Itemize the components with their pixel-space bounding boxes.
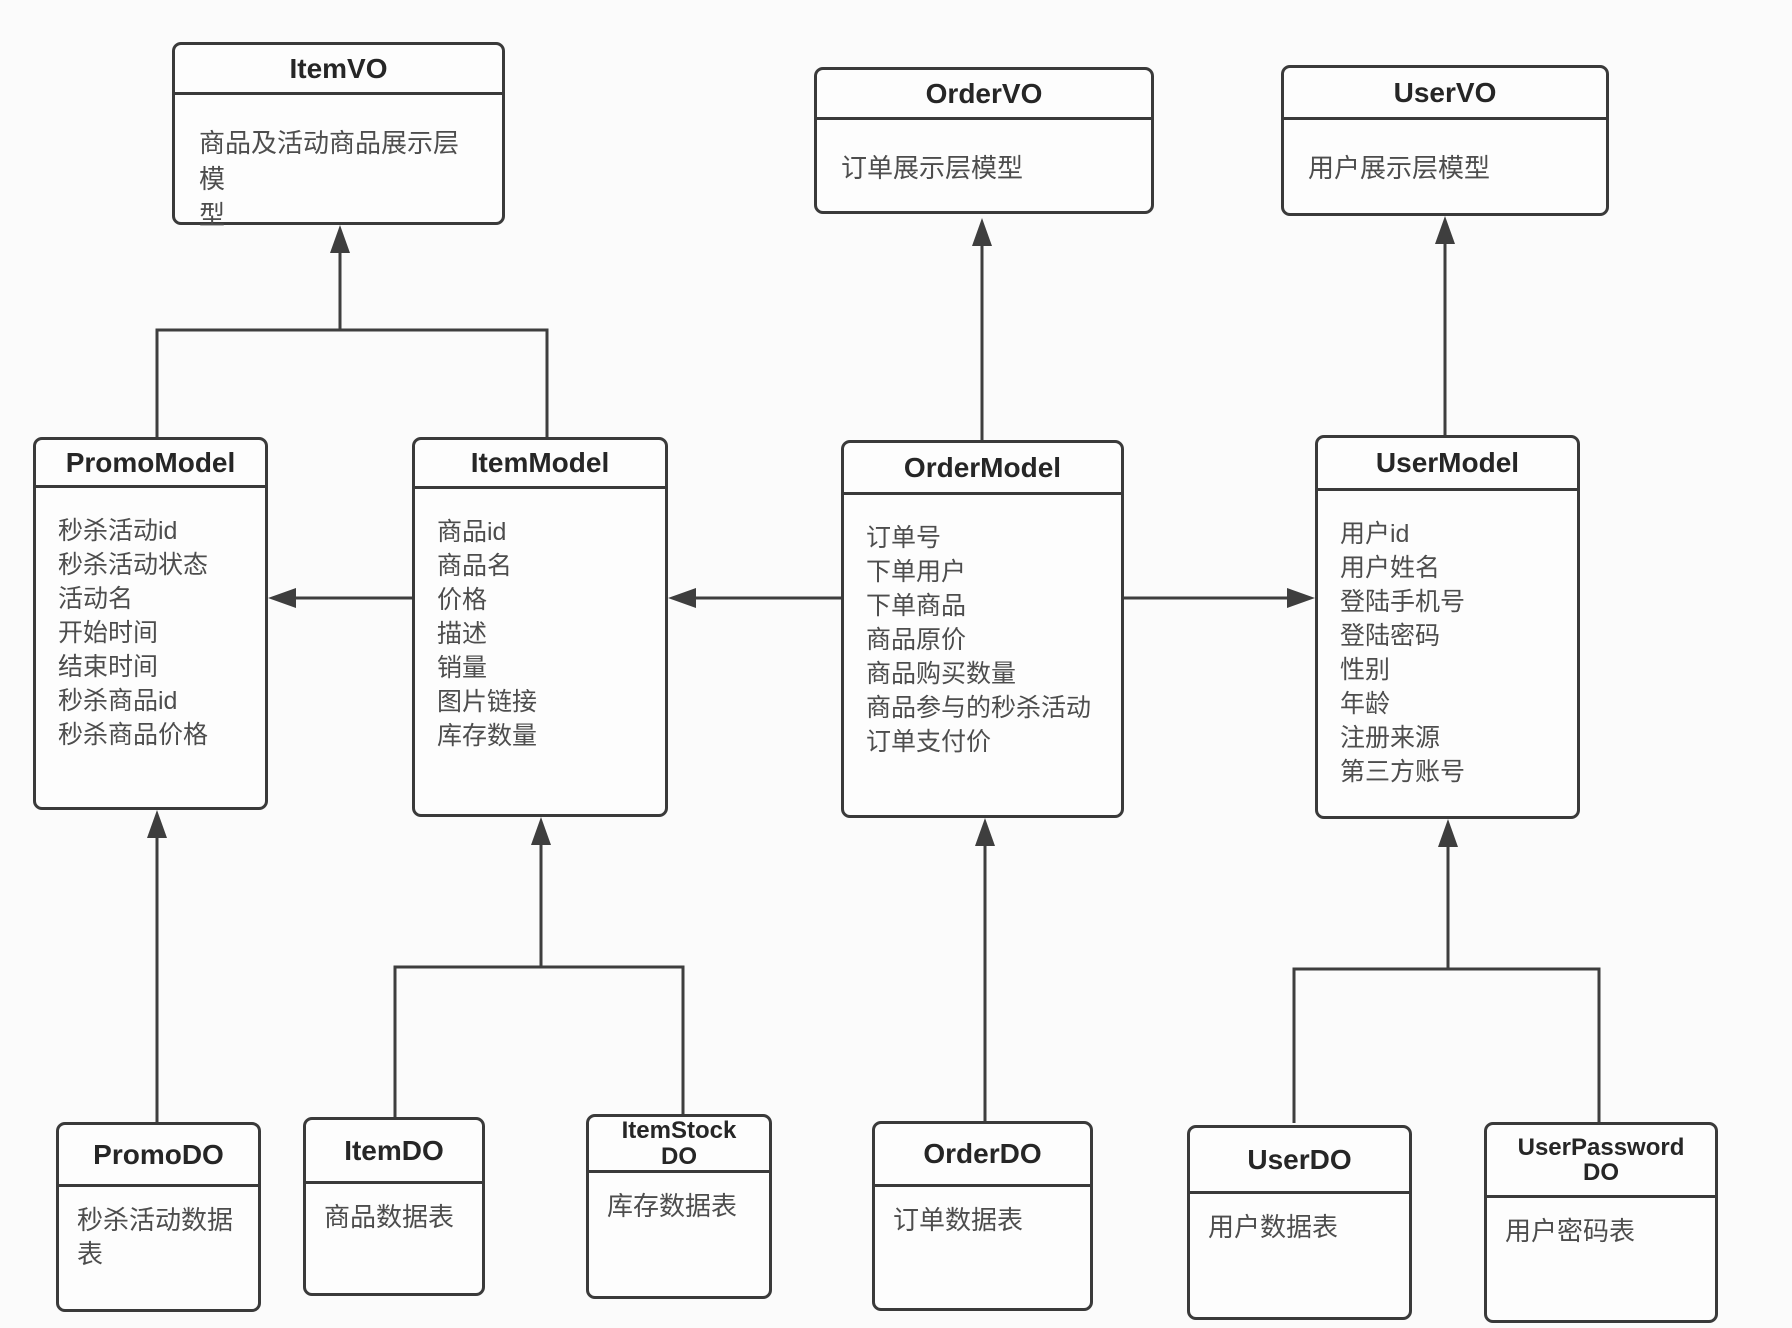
arrow-itemdos-to-itemmodel <box>393 817 685 1117</box>
entity-itemdo-title: ItemDO <box>306 1120 482 1184</box>
entity-orderdo-title: OrderDO <box>875 1124 1090 1187</box>
entity-promomodel: PromoModel 秒杀活动id 秒杀活动状态 活动名 开始时间 结束时间 秒… <box>33 437 268 810</box>
entity-ordervo-title: OrderVO <box>817 70 1151 120</box>
entity-ordermodel-title: OrderModel <box>844 443 1121 495</box>
entity-orderdo: OrderDO 订单数据表 <box>872 1121 1093 1311</box>
entity-userdo-body: 用户数据表 <box>1208 1212 1339 1242</box>
entity-ordervo: OrderVO 订单展示层模型 <box>814 67 1154 214</box>
entity-itemstockdo-title: ItemStock DO <box>589 1117 769 1173</box>
entity-ordermodel-fields: 订单号 下单用户 下单商品 商品原价 商品购买数量 商品参与的秒杀活动 订单支付… <box>866 524 1092 756</box>
arrow-promodo-to-promomodel <box>147 810 167 1122</box>
entity-itemdo: ItemDO 商品数据表 <box>303 1117 485 1296</box>
arrow-userdos-to-usermodel <box>1292 819 1601 1123</box>
entity-usermodel-title: UserModel <box>1318 438 1577 491</box>
entity-usermodel-fields: 用户id 用户姓名 登陆手机号 登陆密码 性别 年龄 注册来源 第三方账号 <box>1340 520 1466 786</box>
entity-userpassworddo-body: 用户密码表 <box>1505 1216 1636 1246</box>
entity-itemmodel-fields: 商品id 商品名 价格 描述 销量 图片链接 库存数量 <box>437 518 538 750</box>
entity-itemdo-body: 商品数据表 <box>324 1202 455 1232</box>
arrow-models-to-itemvo <box>155 225 549 437</box>
entity-itemvo-body: 商品及活动商品展示层模 型 <box>199 128 460 230</box>
entity-itemstockdo: ItemStock DO 库存数据表 <box>586 1114 772 1299</box>
entity-userdo: UserDO 用户数据表 <box>1187 1125 1412 1320</box>
entity-promomodel-title: PromoModel <box>36 440 265 488</box>
entity-usermodel: UserModel 用户id 用户姓名 登陆手机号 登陆密码 性别 年龄 注册来… <box>1315 435 1580 819</box>
entity-orderdo-body: 订单数据表 <box>893 1205 1024 1235</box>
entity-itemstockdo-body: 库存数据表 <box>607 1191 738 1221</box>
entity-promomodel-fields: 秒杀活动id 秒杀活动状态 活动名 开始时间 结束时间 秒杀商品id 秒杀商品价… <box>58 517 209 749</box>
arrow-ordermodel-to-itemmodel <box>668 588 841 608</box>
entity-itemmodel: ItemModel 商品id 商品名 价格 描述 销量 图片链接 库存数量 <box>412 437 668 817</box>
entity-promodo-title: PromoDO <box>59 1125 258 1187</box>
entity-ordermodel: OrderModel 订单号 下单用户 下单商品 商品原价 商品购买数量 商品参… <box>841 440 1124 818</box>
entity-itemvo-title: ItemVO <box>175 45 502 95</box>
entity-uservo-title: UserVO <box>1284 68 1606 120</box>
entity-itemmodel-title: ItemModel <box>415 440 665 489</box>
entity-promodo-body: 秒杀活动数据 表 <box>77 1205 234 1269</box>
arrow-usermodel-to-uservo <box>1435 216 1455 435</box>
entity-uservo-body: 用户展示层模型 <box>1308 153 1491 183</box>
arrow-itemmodel-to-promomodel <box>268 588 412 608</box>
arrow-ordermodel-to-usermodel <box>1124 588 1315 608</box>
entity-itemvo: ItemVO 商品及活动商品展示层模 型 <box>172 42 505 230</box>
entity-userpassworddo-title: UserPassword DO <box>1487 1125 1715 1198</box>
entity-promodo: PromoDO 秒杀活动数据 表 <box>56 1122 261 1312</box>
arrow-ordermodel-to-ordervo <box>972 218 992 442</box>
entity-uservo: UserVO 用户展示层模型 <box>1281 65 1609 216</box>
arrow-orderdo-to-ordermodel <box>975 818 995 1121</box>
entity-ordervo-body: 订单展示层模型 <box>841 153 1024 183</box>
entity-userdo-title: UserDO <box>1190 1128 1409 1194</box>
entity-userpassworddo: UserPassword DO 用户密码表 <box>1484 1122 1718 1323</box>
